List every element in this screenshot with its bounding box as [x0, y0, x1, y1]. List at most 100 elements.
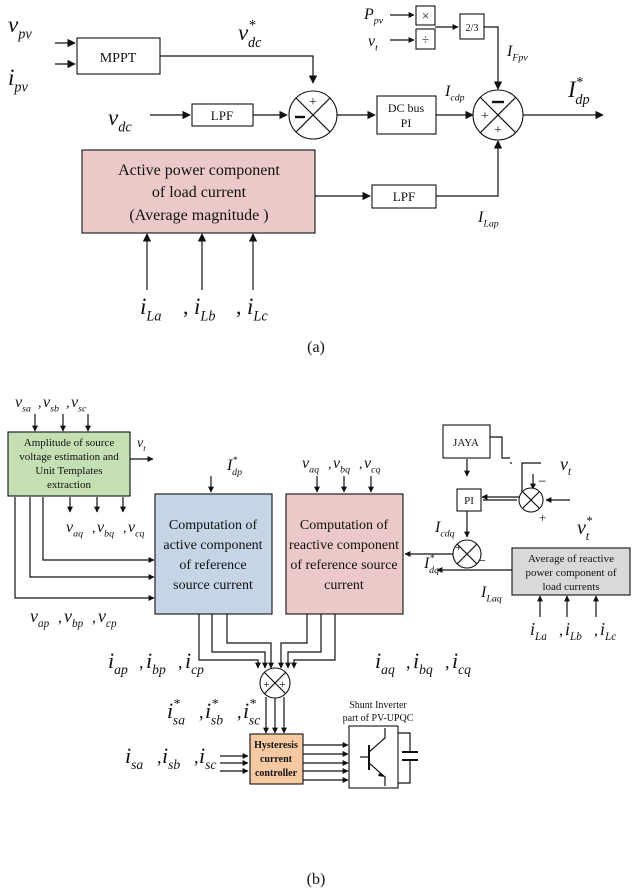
- active-power-block: [81, 149, 316, 234]
- i-sc-label-text: isc: [199, 743, 216, 772]
- v-cq-label-left: vcq: [128, 519, 145, 539]
- igbt-switch-icon: [348, 725, 399, 789]
- i-cdq-label-text: Icdq: [434, 519, 455, 539]
- active-power-label-2: of load current: [152, 184, 247, 201]
- i-aq-label-text: iaq: [375, 648, 395, 677]
- v-cq-label-top: vcq: [364, 455, 381, 475]
- comma-b-10: ,: [594, 622, 598, 639]
- pi-label: PI: [464, 495, 474, 507]
- average-label-1: Average of reactive: [528, 553, 614, 565]
- i-la-label-b-text: iLa: [530, 619, 547, 643]
- comma-a-1: ,: [183, 294, 189, 319]
- i-sb-label-text: isb: [162, 743, 180, 772]
- v-bq-label-top-text: vbq: [333, 455, 350, 475]
- active-power-label-3: (Average magnitude ): [129, 207, 268, 224]
- lpf-label-1: LPF: [211, 108, 233, 123]
- i-lb-label-a: iLb: [194, 294, 215, 324]
- i-dq-star-label: I*dq: [423, 553, 439, 576]
- sum1-plus-sign: +: [309, 95, 317, 110]
- i-lb-label-b-text: iLb: [565, 619, 582, 643]
- reactive-junction-plus: +: [455, 540, 462, 554]
- i-pv-label-text: ipv: [8, 65, 29, 95]
- v-t-label-b-text: vt: [137, 436, 146, 453]
- i-lc-label-a-text: iLc: [247, 294, 268, 324]
- v-cp-label-text: vcp: [98, 606, 117, 630]
- gain-block: [459, 13, 485, 40]
- i-cq-label-text: icq: [452, 648, 471, 677]
- comma-b-16: ,: [237, 702, 242, 722]
- i-dq-star-label-text: I*dq: [423, 553, 439, 576]
- capacitor-icon: [398, 732, 418, 784]
- lpf-block-1: [191, 103, 254, 127]
- i-lc-label-b-text: iLc: [600, 619, 616, 643]
- i-la-label-a: iLa: [140, 294, 161, 324]
- hysteresis-label-1: Hysteresis: [254, 740, 298, 751]
- comma-b-4: ,: [359, 457, 363, 472]
- i-pv-label: ipv: [8, 65, 29, 95]
- i-dp-star-label-b: I*dp: [226, 455, 242, 478]
- shunt-label-1: Shunt Inverter: [349, 700, 407, 711]
- mppt-label: MPPT: [100, 51, 137, 66]
- v-sa-label-text: vsa: [15, 394, 31, 414]
- i-sa-star-label: i*sa: [167, 696, 185, 728]
- i-la-label-a-text: iLa: [140, 294, 161, 324]
- comma-a-2: ,: [236, 294, 242, 319]
- v-pv-label-text: vpv: [8, 12, 32, 42]
- v-bq-label-top: vbq: [333, 455, 350, 475]
- hysteresis-controller-block: [249, 733, 304, 785]
- comma-b-3: ,: [328, 457, 332, 472]
- reactive-junction-minus: −: [478, 554, 486, 569]
- wires-b: [14, 414, 599, 783]
- pi-block: [456, 488, 482, 512]
- v-aq-label-left-text: vaq: [66, 519, 83, 539]
- v-sc-label-text: vsc: [71, 394, 87, 414]
- ref-junction-plus-left: +: [263, 677, 270, 691]
- hysteresis-label-3: controller: [255, 768, 298, 779]
- comma-b-18: ,: [194, 747, 199, 767]
- i-lap-label-text: ILap: [477, 209, 499, 229]
- comma-b-13: ,: [406, 652, 411, 672]
- jaya-label: JAYA: [453, 437, 479, 449]
- lpf-label-2: LPF: [393, 189, 415, 204]
- active-power-label-1: Active power component: [118, 162, 280, 179]
- i-lb-label-b: iLb: [565, 619, 582, 643]
- i-sb-star-label-text: i*sb: [205, 696, 223, 728]
- v-bp-label-text: vbp: [64, 606, 84, 630]
- comma-b-7: ,: [58, 609, 62, 626]
- comma-b-5: ,: [92, 521, 96, 536]
- v-sb-label: vsb: [43, 394, 59, 414]
- active-comp-label-1: Computation of: [169, 518, 258, 533]
- comma-b-6: ,: [123, 521, 127, 536]
- sum2-plus-bottom: +: [494, 123, 502, 138]
- comma-b-15: ,: [199, 702, 204, 722]
- v-t-label-right-text: vt: [560, 454, 572, 478]
- v-dc-star-label-text: v*dc: [238, 18, 262, 51]
- v-t-label-a-text: vt: [368, 33, 378, 53]
- divide-sign: ÷: [422, 32, 429, 47]
- average-reactive-block: [511, 547, 631, 596]
- i-bp-label-text: ibp: [146, 648, 166, 677]
- v-dc-star-label: v*dc: [238, 18, 262, 51]
- caption-b: (b): [307, 871, 326, 888]
- reactive-component-block: [285, 493, 404, 615]
- v-bq-label-left: vbq: [97, 519, 114, 539]
- i-laq-label: ILaq: [480, 584, 502, 604]
- v-ap-label-text: vap: [30, 606, 50, 630]
- comma-b-8: ,: [92, 609, 96, 626]
- i-sa-label-text: isa: [125, 743, 143, 772]
- v-bq-label-left-text: vbq: [97, 519, 114, 539]
- i-lap-label: ILap: [477, 209, 499, 229]
- reactive-comp-label-1: Computation of: [300, 518, 389, 533]
- i-bq-label: ibq: [413, 648, 433, 677]
- i-cq-label: icq: [452, 648, 471, 677]
- v-dc-label-text: vdc: [108, 105, 132, 135]
- mppt-block: [76, 37, 161, 75]
- v-sc-label: vsc: [71, 394, 87, 414]
- i-fpv-label-text: IFpv: [506, 43, 528, 63]
- v-sa-label: vsa: [15, 394, 31, 414]
- divide-block: [415, 28, 436, 50]
- i-cp-label-text: icp: [185, 648, 204, 677]
- v-t-label-b: vt: [137, 436, 146, 453]
- hysteresis-label-2: current: [260, 754, 293, 765]
- i-dp-star-label-text: I*dp: [567, 75, 590, 108]
